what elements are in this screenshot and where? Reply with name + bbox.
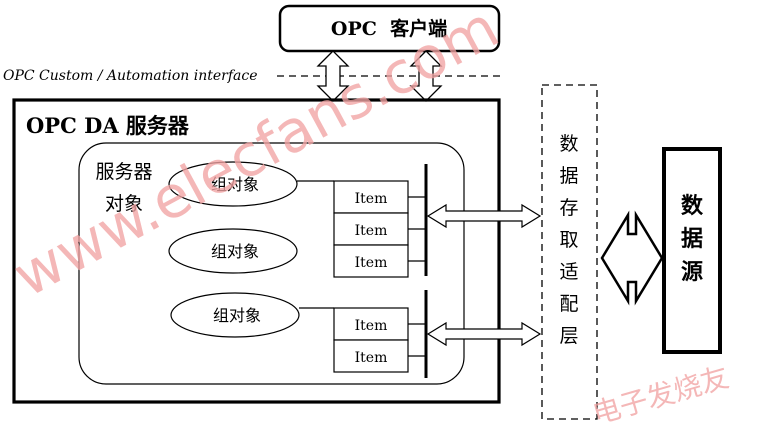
opc-client-label: OPC 客户端: [331, 17, 447, 40]
item-label: Item: [355, 318, 388, 334]
svg-text:配: 配: [559, 293, 578, 315]
items-adapter-arrow-upper: [426, 203, 542, 229]
data-access-adapter-layer: [541, 84, 598, 420]
adapter-datasource-arrow: [600, 210, 664, 306]
group-object-1-label: 组对象: [211, 175, 259, 194]
server-object-label-line1: 服务器: [95, 161, 152, 183]
group-object-1: 组对象: [168, 161, 298, 207]
server-object-label-line2: 对象: [105, 193, 143, 215]
opc-da-server-title: OPC DA 服务器: [26, 113, 190, 138]
item-label: Item: [355, 255, 388, 271]
opc-da-server-box: [12, 98, 501, 404]
item-label: Item: [355, 223, 388, 239]
svg-text:取: 取: [559, 229, 578, 251]
data-source-box: [662, 147, 722, 354]
data-source-label: 数 据 源: [681, 193, 704, 285]
group-object-3: 组对象: [170, 292, 300, 338]
group-object-2: 组对象: [168, 228, 298, 274]
item-stack-group-3: Item Item: [333, 290, 428, 378]
svg-text:数: 数: [681, 193, 704, 219]
svg-text:据: 据: [681, 226, 703, 252]
svg-text:存: 存: [559, 197, 578, 219]
item-box: [333, 339, 409, 373]
adapter-layer-label: 数 据 存 取 适 配 层: [559, 133, 578, 347]
svg-text:层: 层: [559, 325, 578, 347]
items-adapter-arrow-lower: [426, 321, 542, 347]
item-box: [333, 244, 409, 278]
opc-client-box: OPC 客户端: [278, 4, 501, 53]
group-object-3-label: 组对象: [213, 306, 261, 325]
interface-label: OPC Custom / Automation interface: [3, 68, 257, 84]
svg-text:源: 源: [681, 259, 703, 285]
svg-text:据: 据: [559, 165, 578, 187]
item-label: Item: [355, 350, 388, 366]
watermark-brand: 电子发烧友: [589, 360, 733, 430]
item-label: Item: [355, 191, 388, 207]
group-object-2-label: 组对象: [211, 242, 259, 261]
item-stack-group-1: Item Item Item: [333, 164, 428, 278]
server-object-container: [78, 142, 465, 385]
svg-text:数: 数: [559, 133, 578, 155]
svg-text:适: 适: [559, 261, 578, 283]
